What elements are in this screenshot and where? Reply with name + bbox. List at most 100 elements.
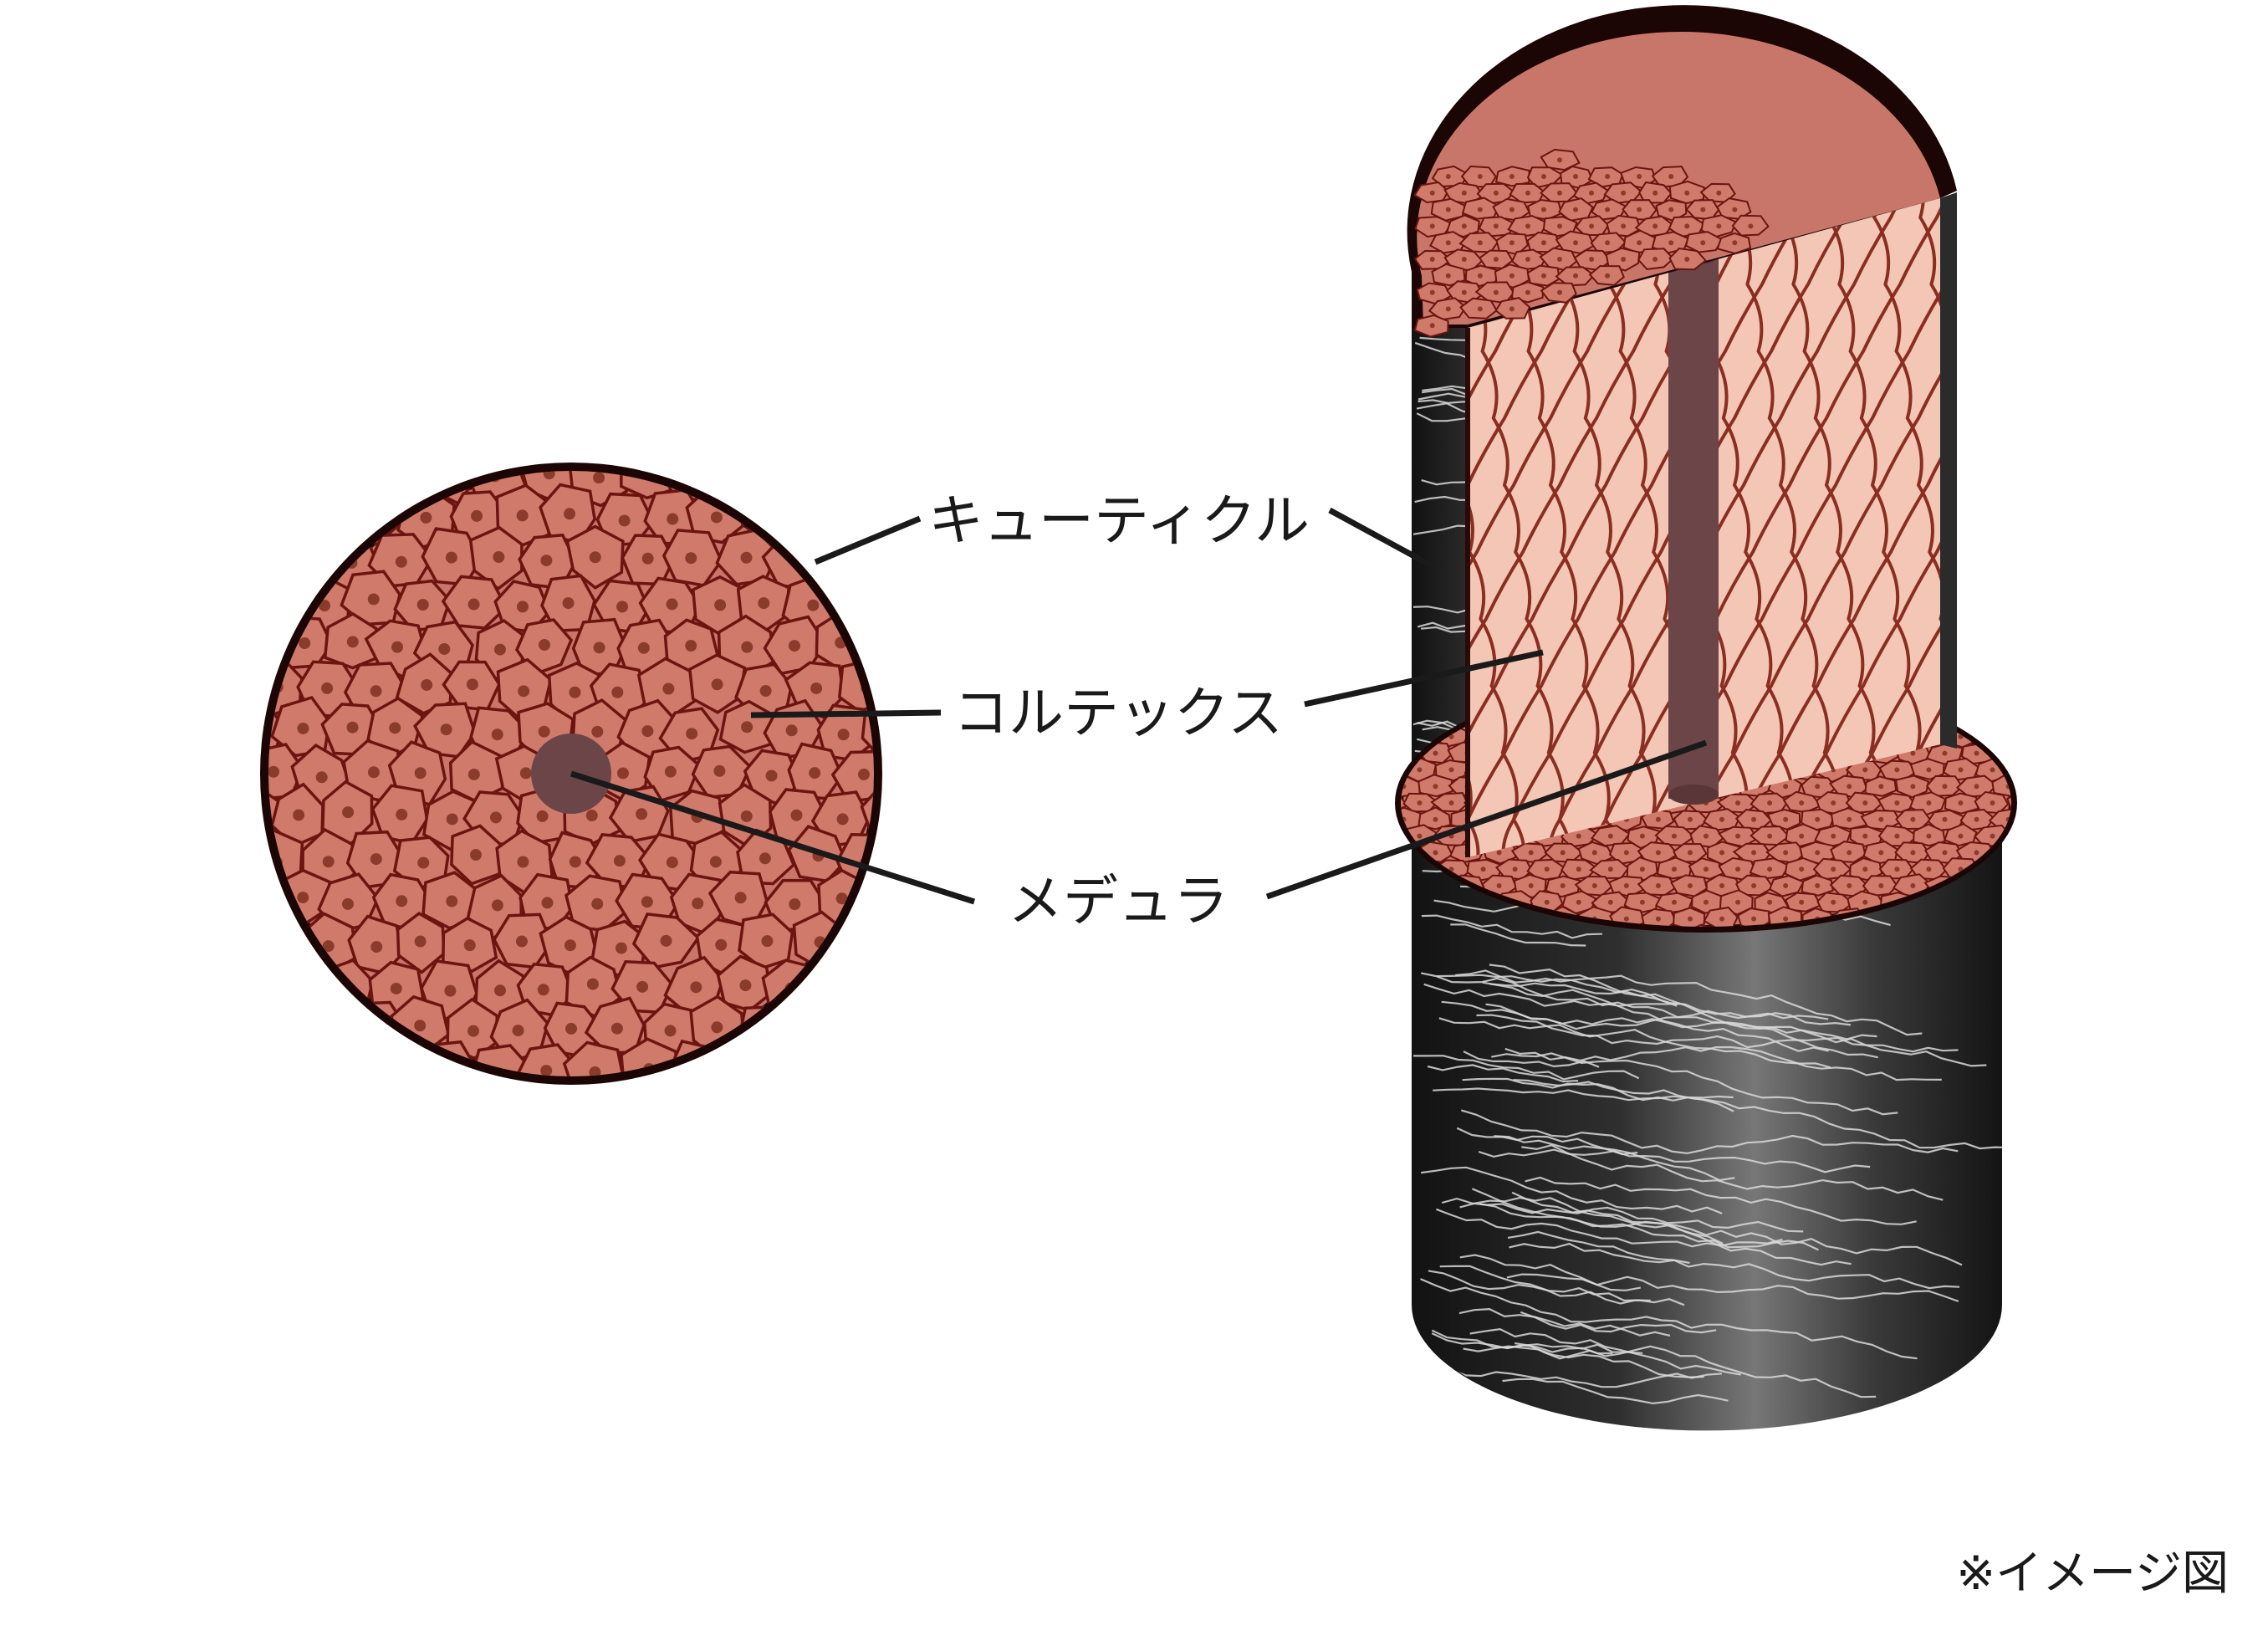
cell-nucleus xyxy=(268,766,279,778)
cell-nucleus xyxy=(1974,751,1979,756)
cell-nucleus xyxy=(1592,883,1597,888)
cell-nucleus xyxy=(1668,207,1673,212)
cell-nucleus xyxy=(837,813,849,825)
cell-nucleus xyxy=(1605,174,1610,179)
cell-nucleus xyxy=(662,682,674,694)
cell-nucleus xyxy=(789,640,800,652)
cell-nucleus xyxy=(1751,850,1756,855)
cell-nucleus xyxy=(1529,850,1534,855)
cell-nucleus xyxy=(1573,207,1578,212)
cross-section-disk xyxy=(227,440,922,1140)
illustration-note: ※イメージ図 xyxy=(1956,1546,2229,1601)
cell-nucleus xyxy=(1494,290,1499,295)
cell-nucleus xyxy=(1624,883,1629,888)
cell-nucleus xyxy=(1478,274,1483,279)
cell-nucleus xyxy=(1525,191,1530,196)
cell-nucleus xyxy=(1751,883,1756,888)
cell-nucleus xyxy=(1605,274,1610,279)
cell-nucleus xyxy=(690,981,702,993)
cell-nucleus xyxy=(1576,867,1581,872)
cell-nucleus xyxy=(1509,207,1515,212)
cell-nucleus xyxy=(712,678,723,690)
cell-nucleus xyxy=(467,678,478,690)
cell-nucleus xyxy=(1735,834,1740,839)
cell-nucleus xyxy=(470,849,482,861)
cell-nucleus xyxy=(342,898,354,910)
cell-nucleus xyxy=(297,892,309,903)
cell-nucleus xyxy=(1576,834,1581,839)
cell-nucleus xyxy=(1831,834,1836,839)
medulla-column-bottom xyxy=(1668,785,1719,805)
cell-nucleus xyxy=(370,853,382,865)
cell-nucleus xyxy=(1815,817,1820,822)
cell-nucleus xyxy=(882,724,894,736)
cell-nucleus xyxy=(739,979,751,991)
cortex-cell xyxy=(250,918,306,969)
cell-nucleus xyxy=(617,767,629,779)
cell-nucleus xyxy=(1509,240,1515,245)
cell-nucleus xyxy=(417,599,429,611)
cell-nucleus xyxy=(1652,223,1658,228)
cell-nucleus xyxy=(1462,257,1467,262)
cell-nucleus xyxy=(686,467,697,478)
cell-nucleus xyxy=(540,555,552,566)
cell-nucleus xyxy=(1462,290,1467,295)
cell-nucleus xyxy=(786,724,798,736)
cell-nucleus xyxy=(1545,867,1550,872)
cell-nucleus xyxy=(1688,817,1693,822)
cell-nucleus xyxy=(1910,751,1915,756)
cell-nucleus xyxy=(713,765,725,777)
cell-nucleus xyxy=(692,897,703,909)
cell-nucleus xyxy=(641,725,653,737)
cell-nucleus xyxy=(1751,817,1756,822)
cell-nucleus xyxy=(421,679,432,691)
cell-nucleus xyxy=(467,1025,479,1037)
cell-nucleus xyxy=(274,938,286,950)
cell-nucleus xyxy=(1433,850,1438,855)
cell-nucleus xyxy=(807,600,819,611)
cell-nucleus xyxy=(1942,850,1947,855)
cell-nucleus xyxy=(1573,174,1578,179)
cell-nucleus xyxy=(1417,767,1422,772)
cell-nucleus xyxy=(1672,900,1677,905)
cell-nucleus xyxy=(1497,883,1502,888)
cell-nucleus xyxy=(1446,306,1451,311)
cell-nucleus xyxy=(1735,800,1740,805)
cell-nucleus xyxy=(1557,257,1562,262)
cell-nucleus xyxy=(1748,223,1753,228)
cell-nucleus xyxy=(1783,883,1788,888)
cell-nucleus xyxy=(766,769,778,781)
cell-nucleus xyxy=(565,1023,577,1035)
cell-nucleus xyxy=(538,984,549,995)
cell-nucleus xyxy=(587,979,599,990)
cell-nucleus xyxy=(1700,240,1705,245)
cell-nucleus xyxy=(1478,174,1483,179)
cell-nucleus xyxy=(468,599,480,611)
cell-nucleus xyxy=(368,766,380,778)
cell-nucleus xyxy=(1513,867,1518,872)
cell-nucleus xyxy=(1732,207,1737,212)
cell-nucleus xyxy=(586,810,598,821)
cell-nucleus xyxy=(661,935,672,947)
cell-nucleus xyxy=(1735,900,1740,905)
cell-nucleus xyxy=(1605,240,1610,245)
cell-nucleus xyxy=(1688,850,1693,855)
cell-nucleus xyxy=(594,642,605,653)
cell-nucleus xyxy=(396,809,407,820)
cell-nucleus xyxy=(1497,850,1502,855)
cell-nucleus xyxy=(1656,917,1661,922)
cell-nucleus xyxy=(1637,207,1642,212)
cell-nucleus xyxy=(1894,800,1899,805)
cell-nucleus xyxy=(1449,800,1454,805)
cell-nucleus xyxy=(1509,274,1515,279)
cortex-fiber xyxy=(2056,151,2268,887)
cell-nucleus xyxy=(249,809,261,820)
cell-nucleus xyxy=(444,985,456,997)
cell-nucleus xyxy=(513,1025,524,1036)
cell-nucleus xyxy=(414,1020,426,1031)
cell-nucleus xyxy=(1525,257,1530,262)
cell-nucleus xyxy=(665,1025,677,1036)
cell-nucleus xyxy=(1783,850,1788,855)
cell-nucleus xyxy=(1478,207,1483,212)
cell-nucleus xyxy=(1910,850,1915,855)
